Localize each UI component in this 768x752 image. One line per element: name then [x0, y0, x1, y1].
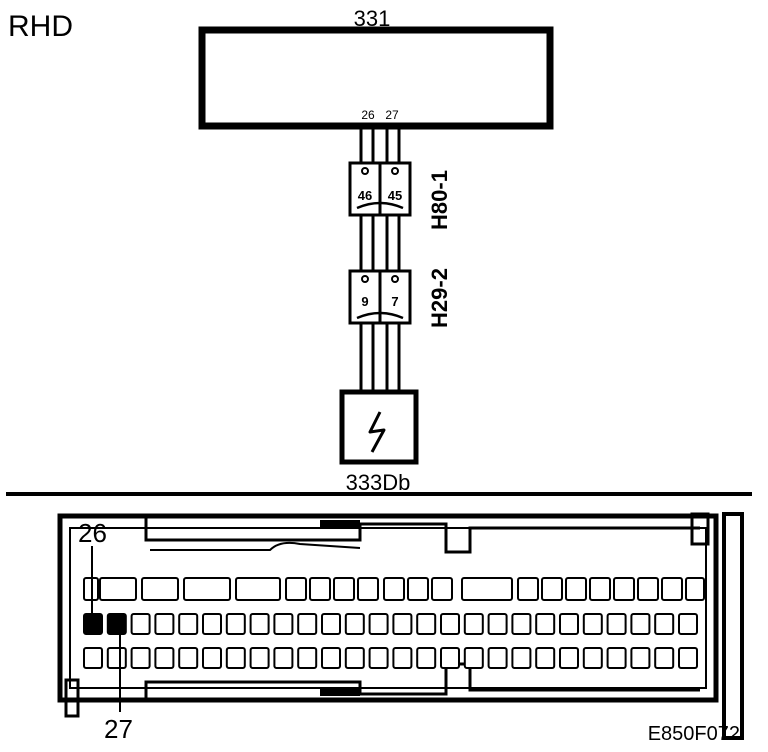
- lightning-icon: [368, 411, 386, 453]
- pin-cavity: [630, 613, 651, 635]
- pin-cavity: [678, 647, 698, 669]
- pin-cavity: [178, 647, 199, 669]
- pin-cavity: [235, 577, 281, 601]
- pin-cavity-grid: [83, 577, 705, 669]
- pin-cavity: [654, 613, 675, 635]
- h29-label: H29-2: [427, 268, 452, 328]
- pin-cavity: [99, 577, 137, 601]
- pin-cavity: [678, 613, 698, 635]
- pin-cavity: [565, 577, 587, 601]
- pin-cavity: [202, 613, 222, 635]
- pin-cavity: [183, 577, 231, 601]
- module-pin-26: 26: [361, 108, 375, 122]
- pin-cavity: [297, 613, 318, 635]
- pin-cavity: [461, 577, 513, 601]
- pin-cavity: [285, 577, 307, 601]
- pin-cavity: [368, 613, 389, 635]
- pin-cavity: [440, 613, 460, 635]
- pin-cavity: [582, 613, 603, 635]
- pin-cavity: [106, 647, 127, 669]
- pin-cavity: [685, 577, 705, 601]
- pin-cavity: [357, 577, 379, 601]
- connector-h80-1: [348, 161, 412, 217]
- pin-cavity: [535, 647, 556, 669]
- pin-cavity: [344, 647, 365, 669]
- pin-cavity: [463, 613, 484, 635]
- pin-cavity: [637, 577, 659, 601]
- pin-cavity: [141, 577, 179, 601]
- pin-cavity: [202, 647, 222, 669]
- pin-cavity: [130, 647, 151, 669]
- pin-cavity: [431, 577, 453, 601]
- pin-cavity: [321, 647, 341, 669]
- pin-cavity: [392, 613, 413, 635]
- pin-cavity: [368, 647, 389, 669]
- h80-label: H80-1: [427, 170, 452, 230]
- h80-pin-45: 45: [388, 188, 402, 203]
- pin-cavity: [661, 577, 683, 601]
- pin-cavity: [416, 613, 437, 635]
- pin-cavity: [83, 647, 103, 669]
- ecu-connector-face: [57, 512, 744, 740]
- pin-cavity: [321, 613, 341, 635]
- pin-cavity: [273, 613, 294, 635]
- pin-cavity: [225, 647, 246, 669]
- pin-cavity: [606, 613, 627, 635]
- ground-device-box: [339, 389, 419, 465]
- pin-cavity: [249, 647, 270, 669]
- pin-cavity: [392, 647, 413, 669]
- pin-cavity: [589, 577, 611, 601]
- pin-cavity: [582, 647, 603, 669]
- pin-cavity: [130, 613, 151, 635]
- pin-cavity: [559, 647, 579, 669]
- drive-side-label: RHD: [8, 10, 73, 43]
- h29-pin-9: 9: [361, 294, 368, 309]
- figure-code: E850F072: [648, 723, 740, 745]
- pin-cavity: [297, 647, 318, 669]
- pin-callout-27: 27: [104, 714, 133, 744]
- pin-cavity: [559, 613, 579, 635]
- pin-cavity: [511, 647, 532, 669]
- pin-cavity: [440, 647, 460, 669]
- module-pin-27: 27: [385, 108, 399, 122]
- pin-cavity: [273, 647, 294, 669]
- pin-cavity: [154, 647, 175, 669]
- pin-cavity: [178, 613, 199, 635]
- pin-cavity: [333, 577, 355, 601]
- pin-cavity: [225, 613, 246, 635]
- pin-cavity: [407, 577, 429, 601]
- pin-cavity: [535, 613, 556, 635]
- h80-pin-46: 46: [358, 188, 372, 203]
- h29-pin-7: 7: [391, 294, 398, 309]
- pin-cavity: [309, 577, 331, 601]
- pin-cavity-highlighted: [106, 613, 127, 635]
- module-box: [198, 26, 554, 130]
- pin-cavity: [487, 613, 508, 635]
- pin-cavity: [517, 577, 539, 601]
- pin-cavity: [487, 647, 508, 669]
- pin-cavity: [613, 577, 635, 601]
- pin-cavity: [383, 577, 405, 601]
- pin-cavity: [154, 613, 175, 635]
- connector-h29-2: [348, 269, 412, 325]
- pin-cavity: [541, 577, 563, 601]
- ground-device-label: 333Db: [346, 470, 411, 495]
- pin-cavity: [606, 647, 627, 669]
- pin-cavity: [416, 647, 437, 669]
- pin-cavity: [249, 613, 270, 635]
- pin-cavity: [463, 647, 484, 669]
- pin-cavity: [344, 613, 365, 635]
- pin-cavity: [654, 647, 675, 669]
- pin-cavity: [511, 613, 532, 635]
- pin-callout-26: 26: [78, 518, 107, 548]
- pin-cavity: [630, 647, 651, 669]
